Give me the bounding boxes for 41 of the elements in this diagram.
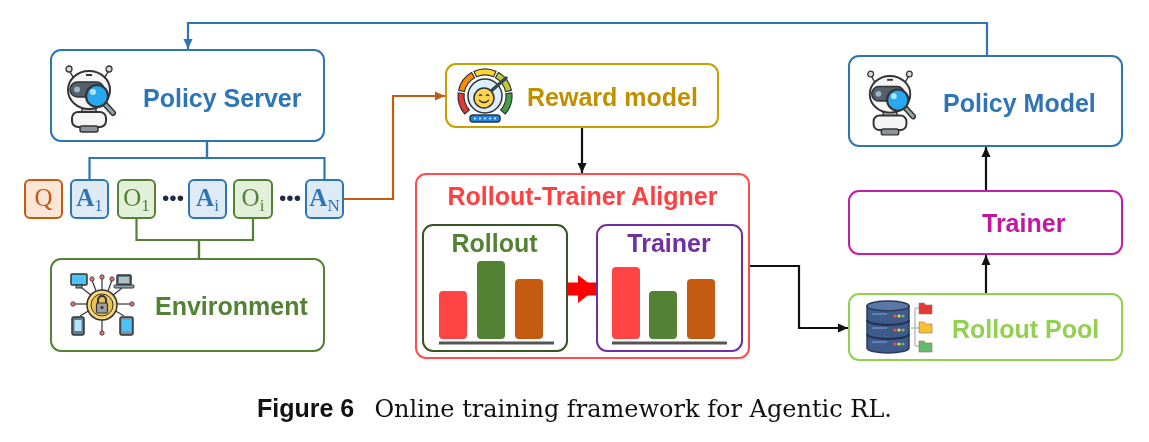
module-box	[848, 190, 1123, 255]
bracket-connector	[197, 219, 255, 258]
module-box	[445, 63, 719, 128]
module-label: Environment	[155, 291, 308, 321]
feedback-arrow	[183, 21, 989, 55]
token-label: A$_{i}$	[196, 183, 219, 214]
module-label: Rollout	[451, 227, 538, 258]
block-arrow	[568, 275, 596, 303]
module-label: Reward model	[527, 82, 698, 112]
module-label: Rollout-Trainer Aligner	[447, 181, 718, 211]
token-label: Q	[34, 183, 53, 214]
arrow	[344, 91, 445, 201]
token-box	[24, 179, 63, 219]
module-label: Trainer	[627, 227, 711, 258]
module-box	[415, 173, 750, 359]
module-label: Rollout Pool	[952, 314, 1100, 344]
token-box	[233, 179, 273, 219]
module-box	[595, 223, 743, 352]
token-box	[117, 179, 156, 219]
token-box	[188, 179, 227, 219]
ellipsis-dots: •••	[278, 186, 302, 210]
arrow	[577, 128, 587, 173]
module-label: Policy Model	[943, 88, 1096, 118]
figure-caption: Figure 6 Online training framework for Agentic RL.	[256, 393, 893, 424]
token-label: A$_{1}$	[76, 183, 103, 214]
arrow	[981, 255, 991, 293]
ellipsis-dots: •••	[161, 186, 185, 210]
arrow	[750, 264, 848, 333]
module-box	[421, 223, 568, 352]
module-label: Policy Server	[143, 83, 302, 113]
bracket-connector	[205, 142, 326, 179]
token-box	[70, 179, 109, 219]
module-box	[50, 49, 325, 142]
module-label: Trainer	[982, 208, 1066, 238]
token-label: O$_{i}$	[241, 183, 265, 214]
arrow	[981, 147, 991, 190]
module-box	[50, 258, 325, 352]
token-label: O$_{1}$	[123, 183, 150, 214]
module-box	[848, 293, 1123, 361]
token-label: A$_{N}$	[309, 183, 340, 214]
module-box	[848, 55, 1123, 147]
